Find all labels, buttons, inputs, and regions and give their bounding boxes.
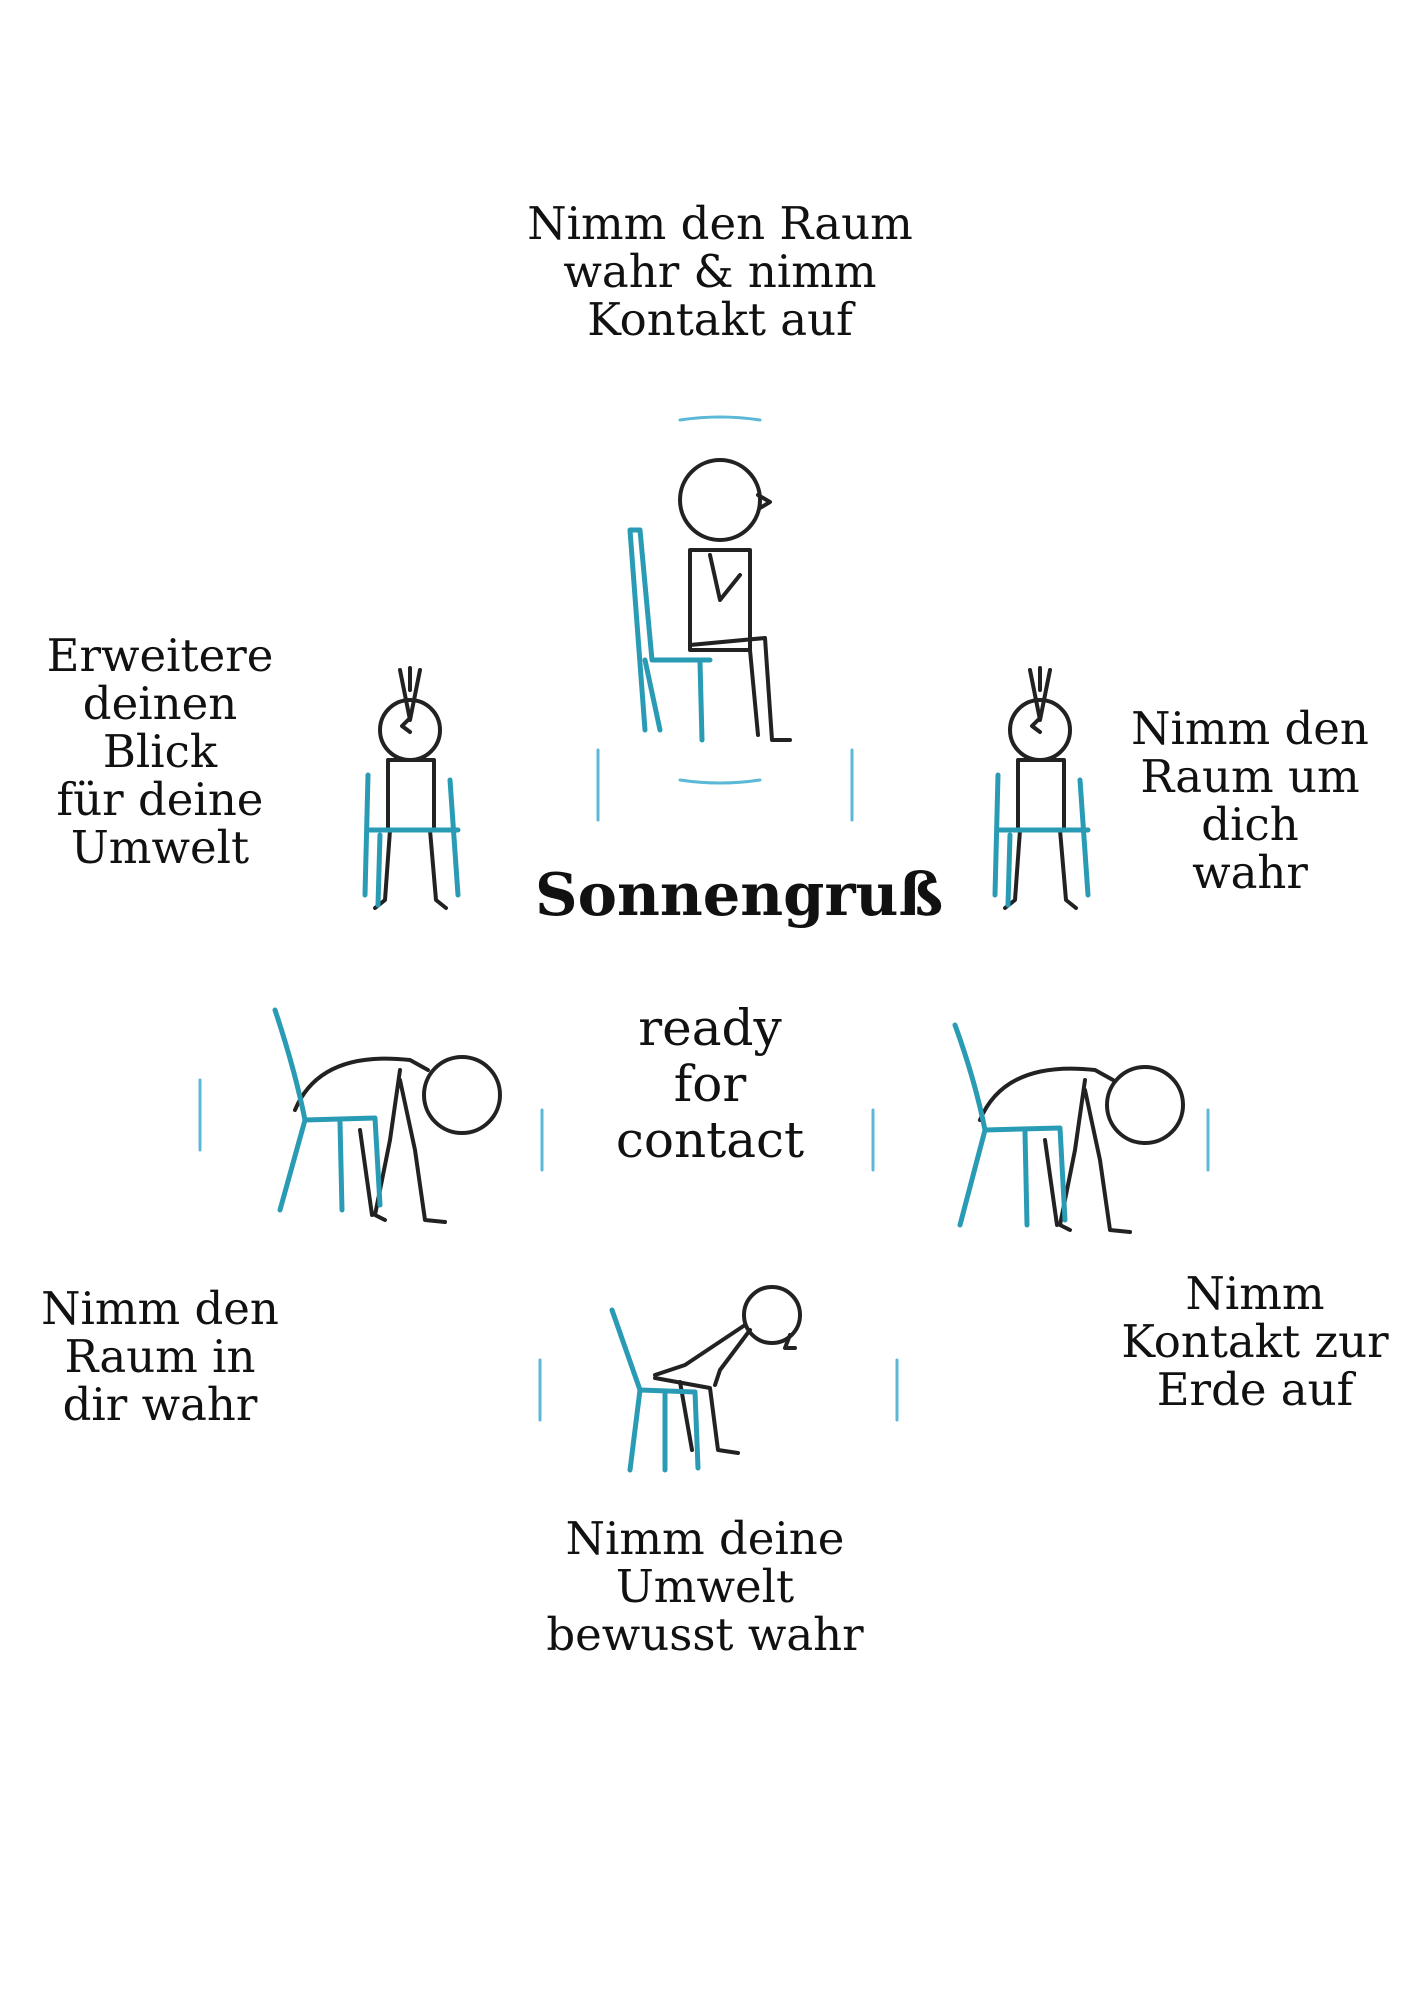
figure-lower-right [935, 1010, 1195, 1250]
seated-forward-fold-figure-icon [952, 1022, 1185, 1234]
seated-arms-raised-figure-icon [992, 666, 1091, 910]
caption-bottom: Nimm deine Umwelt bewusst wahr [546, 1512, 864, 1661]
figure-upper-left [340, 660, 480, 920]
seated-arms-raised-figure-icon [362, 666, 461, 910]
ring-accents [198, 748, 1210, 1422]
page-title: Sonnengruß [535, 860, 944, 929]
caption-lower-right: Nimm Kontakt zur Erde auf [1121, 1267, 1389, 1416]
figure-lower-left [250, 1000, 510, 1240]
caption-upper-right: Nimm den Raum um dich wahr [1131, 702, 1369, 899]
seated-bent-forward-figure-icon [609, 1285, 802, 1473]
center-text: ready for contact [615, 999, 805, 1169]
caption-upper-left: Erweitere deinen Blick für deine Umwelt [46, 629, 274, 874]
caption-lower-left: Nimm den Raum in dir wahr [41, 1282, 279, 1431]
figure-upper-right [970, 660, 1110, 920]
figure-bottom [600, 1270, 820, 1480]
seated-upright-figure-icon [627, 415, 792, 785]
seated-forward-fold-figure-icon [272, 1007, 502, 1224]
figure-top [590, 410, 820, 790]
caption-top: Nimm den Raum wahr & nimm Kontakt auf [527, 197, 913, 346]
